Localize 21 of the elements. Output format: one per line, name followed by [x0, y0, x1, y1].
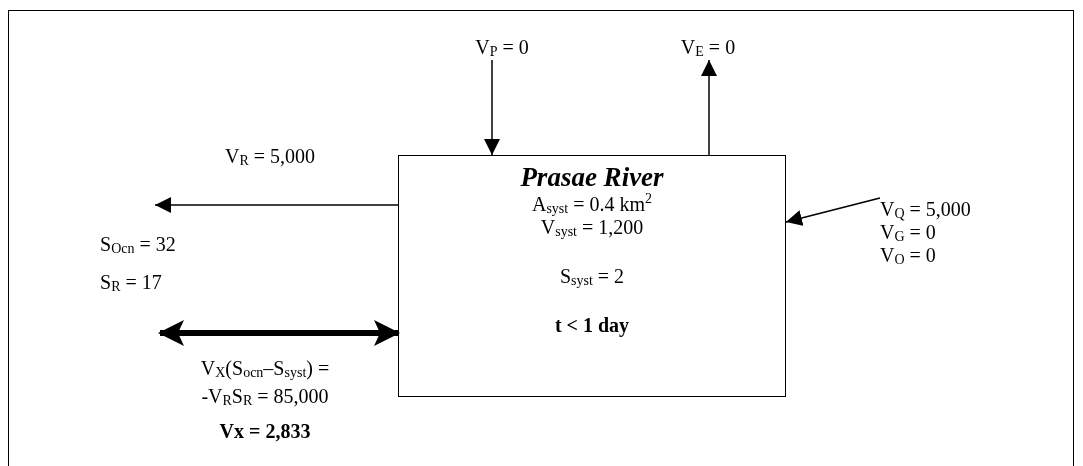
other-inflow-value: V$_{O}$ = 0 — [880, 244, 936, 267]
volume-value: V$_{syst}$ = 1,200 — [540, 216, 644, 240]
arrow — [785, 197, 881, 226]
inflow-value: V$_{Q}$ = 5,000 — [880, 198, 971, 221]
formula-text: V$_{X}$(S$_{ocn}$–S$_{syst}$) = — [200, 357, 330, 380]
salinity-value: S$_{syst}$ = 2 — [559, 265, 625, 289]
precipitation-value: V$_{P}$ = 0 — [475, 36, 529, 59]
formula-text: S$_{Ocn}$ = 32 — [100, 233, 176, 256]
arrow — [484, 59, 500, 156]
double-arrow — [158, 320, 400, 346]
evaporation-value: V$_{E}$ = 0 — [680, 36, 736, 59]
system-box — [398, 155, 786, 397]
formula-text: -V$_{R}$S$_{R}$ = 85,000 — [201, 385, 329, 408]
river-title: Prasae River — [520, 162, 664, 193]
area-value: A$_{syst}$ = 0.4 km$^{2}$ — [531, 193, 653, 217]
arrow — [154, 197, 399, 213]
groundwater-value: V$_{G}$ = 0 — [880, 221, 936, 244]
result-value: Vx = 2,833 — [219, 420, 311, 443]
residence-time: t < 1 day — [554, 314, 630, 338]
arrow — [701, 59, 717, 156]
formula-text: S$_{R}$ = 17 — [100, 271, 162, 294]
